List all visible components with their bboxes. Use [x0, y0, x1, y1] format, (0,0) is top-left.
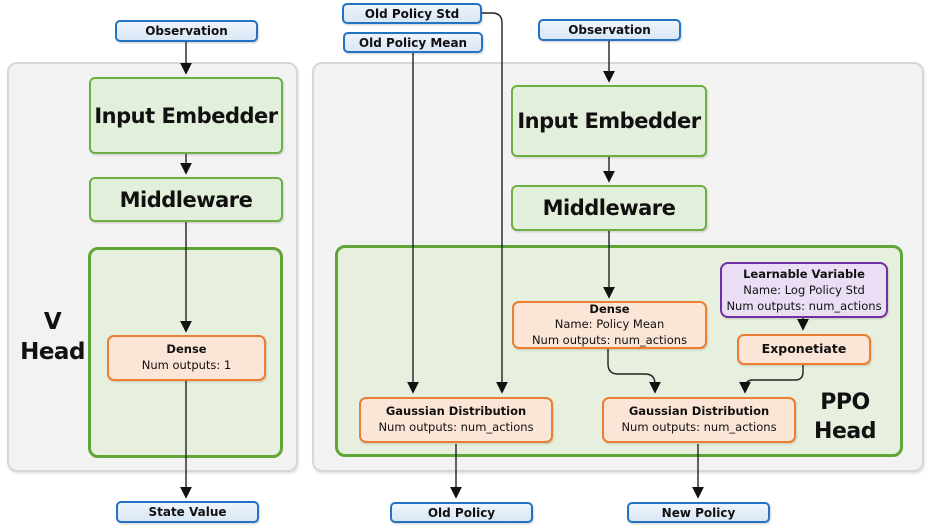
- gaussian-title: Gaussian Distribution: [385, 404, 527, 419]
- ppo-head-label-line2: Head: [814, 418, 876, 444]
- old-policy-mean-node: Old Policy Mean: [343, 32, 483, 53]
- gaussian-title: Gaussian Distribution: [628, 404, 770, 419]
- state-value-node: State Value: [116, 501, 259, 523]
- observation-label: Observation: [145, 24, 228, 38]
- middleware-ppo: Middleware: [511, 185, 707, 231]
- observation-node-ppo: Observation: [538, 19, 681, 41]
- learnable-variable-node: Learnable Variable Name: Log Policy Std …: [720, 262, 888, 318]
- exponetiate-node: Exponetiate: [737, 334, 871, 365]
- dense-v-node: Dense Num outputs: 1: [107, 335, 266, 381]
- middleware-label: Middleware: [119, 187, 253, 212]
- old-policy-mean-label: Old Policy Mean: [358, 35, 468, 50]
- observation-label: Observation: [568, 23, 651, 37]
- input-embedder-ppo: Input Embedder: [511, 85, 707, 157]
- observation-node-v: Observation: [115, 20, 258, 42]
- old-policy-std-node: Old Policy Std: [342, 3, 482, 24]
- gaussian-distribution-old-node: Gaussian Distribution Num outputs: num_a…: [359, 397, 553, 443]
- old-policy-label: Old Policy: [427, 505, 496, 520]
- middleware-label: Middleware: [542, 196, 676, 220]
- new-policy-label: New Policy: [661, 505, 736, 520]
- old-policy-node: Old Policy: [390, 502, 533, 523]
- gaussian-outputs: Num outputs: num_actions: [378, 420, 534, 434]
- dense-policy-mean-node: Dense Name: Policy Mean Num outputs: num…: [512, 301, 707, 349]
- v-head-label-line1: V: [43, 309, 62, 335]
- dense-name: Name: Policy Mean: [554, 317, 665, 332]
- dense-outputs: Num outputs: 1: [141, 358, 232, 372]
- gaussian-outputs: Num outputs: num_actions: [621, 420, 777, 434]
- exponetiate-label: Exponetiate: [761, 341, 847, 357]
- v-head-label: V Head: [10, 308, 95, 368]
- learnable-variable-name: Name: Log Policy Std: [743, 282, 865, 297]
- ppo-head-label-line1: PPO: [820, 390, 870, 415]
- dense-title: Dense: [166, 342, 207, 357]
- middleware-v: Middleware: [89, 177, 283, 222]
- new-policy-node: New Policy: [627, 502, 770, 523]
- dense-outputs: Num outputs: num_actions: [531, 332, 688, 347]
- input-embedder-v: Input Embedder: [89, 77, 283, 154]
- v-head-label-line2: Head: [20, 338, 85, 365]
- learnable-variable-outputs: Num outputs: num_actions: [726, 299, 882, 314]
- old-policy-std-label: Old Policy Std: [364, 6, 460, 21]
- dense-title: Dense: [589, 301, 630, 316]
- learnable-variable-title: Learnable Variable: [743, 266, 865, 281]
- input-embedder-label: Input Embedder: [517, 109, 701, 133]
- input-embedder-label: Input Embedder: [94, 103, 278, 128]
- state-value-label: State Value: [148, 505, 227, 519]
- ppo-head-label: PPO Head: [800, 389, 890, 446]
- gaussian-distribution-new-node: Gaussian Distribution Num outputs: num_a…: [602, 397, 796, 443]
